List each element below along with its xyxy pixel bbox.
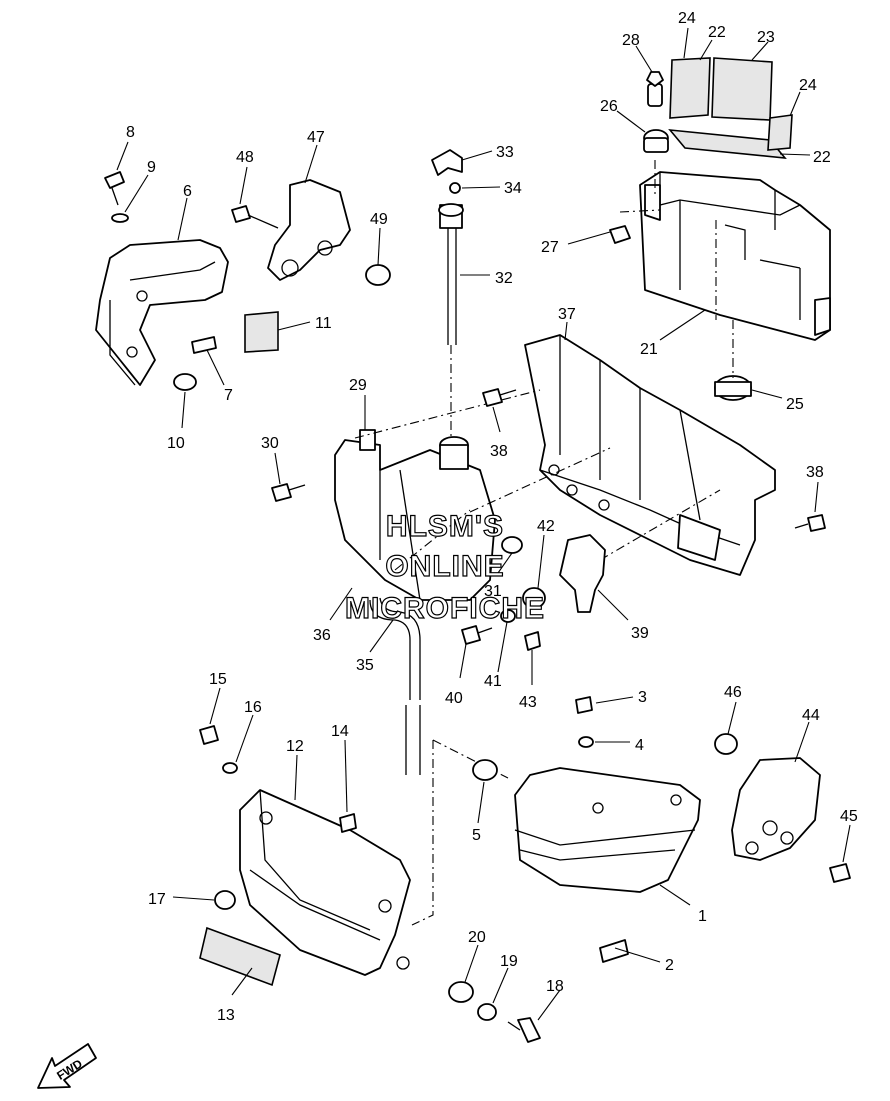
callout-2: 2 [665, 957, 674, 974]
callout-18: 18 [546, 978, 564, 995]
callout-42: 42 [537, 518, 555, 535]
lower-fasteners [448, 981, 541, 1043]
frame-bracket [524, 334, 776, 576]
callout-11: 11 [315, 315, 332, 332]
hose-cap [431, 149, 463, 194]
callout-31: 31 [484, 583, 502, 600]
callout-45: 45 [840, 808, 858, 825]
forward-arrow-icon: FWD [37, 1043, 97, 1089]
watermark: HLSM'S ONLINE MICROFICHE [344, 509, 545, 625]
callout-27: 27 [541, 239, 559, 256]
callout-22a: 22 [708, 24, 726, 41]
callout-21: 21 [640, 341, 658, 358]
callout-47: 47 [307, 129, 325, 146]
battery-box [639, 171, 831, 341]
callouts: 1 2 3 4 5 6 7 8 9 10 11 12 13 14 15 16 1… [116, 10, 858, 1024]
watermark-line-3: MICROFICHE [345, 592, 545, 625]
callout-48: 48 [236, 149, 254, 166]
callout-24a: 24 [678, 10, 696, 27]
callout-49: 49 [370, 211, 388, 228]
callout-16: 16 [244, 699, 262, 716]
headlight-bracket [231, 179, 391, 286]
watermark-line-1: HLSM'S [386, 510, 504, 543]
callout-32: 32 [495, 270, 513, 287]
battery-box-fasteners [609, 71, 752, 401]
callout-5: 5 [472, 827, 481, 844]
callout-22b: 22 [813, 149, 831, 166]
callout-14: 14 [331, 723, 349, 740]
callout-34: 34 [504, 180, 522, 197]
callout-3: 3 [638, 689, 647, 706]
callout-9: 9 [147, 159, 156, 176]
right-cover-fasteners [472, 696, 629, 963]
callout-41: 41 [484, 673, 502, 690]
callout-24b: 24 [799, 77, 817, 94]
front-cover-fasteners [104, 171, 279, 391]
callout-28: 28 [622, 32, 640, 49]
callout-13: 13 [217, 1007, 235, 1024]
battery-pads [668, 57, 793, 159]
callout-1: 1 [698, 908, 707, 925]
callout-8: 8 [126, 124, 135, 141]
callout-36: 36 [313, 627, 331, 644]
callout-30: 30 [261, 435, 279, 452]
callout-29: 29 [349, 377, 367, 394]
rear-cover-44 [714, 733, 851, 883]
callout-35: 35 [356, 657, 374, 674]
callout-38a: 38 [490, 443, 508, 460]
callout-25: 25 [786, 396, 804, 413]
frame-bolts-38 [271, 388, 826, 532]
callout-12: 12 [286, 738, 304, 755]
callout-20: 20 [468, 929, 486, 946]
breather-hose [438, 203, 464, 345]
callout-37: 37 [558, 306, 576, 323]
callout-33: 33 [496, 144, 514, 161]
reservoir-tank [334, 429, 523, 601]
callout-4: 4 [635, 737, 644, 754]
callout-6: 6 [183, 183, 192, 200]
callout-39: 39 [631, 625, 649, 642]
front-cover [95, 239, 229, 386]
callout-26: 26 [600, 98, 618, 115]
callout-44: 44 [802, 707, 820, 724]
callout-38b: 38 [806, 464, 824, 481]
callout-19: 19 [500, 953, 518, 970]
callout-7: 7 [224, 387, 233, 404]
watermark-line-2: ONLINE [385, 550, 504, 583]
callout-43: 43 [519, 694, 537, 711]
bracket-39 [461, 534, 606, 651]
right-side-cover [514, 767, 701, 893]
left-side-cover [199, 789, 411, 987]
overflow-hose [369, 597, 421, 775]
callout-17: 17 [148, 891, 166, 908]
callout-40: 40 [445, 690, 463, 707]
callout-23: 23 [757, 29, 775, 46]
callout-15: 15 [209, 671, 227, 688]
left-cover-fasteners [199, 725, 357, 910]
callout-10: 10 [167, 435, 185, 452]
callout-46: 46 [724, 684, 742, 701]
